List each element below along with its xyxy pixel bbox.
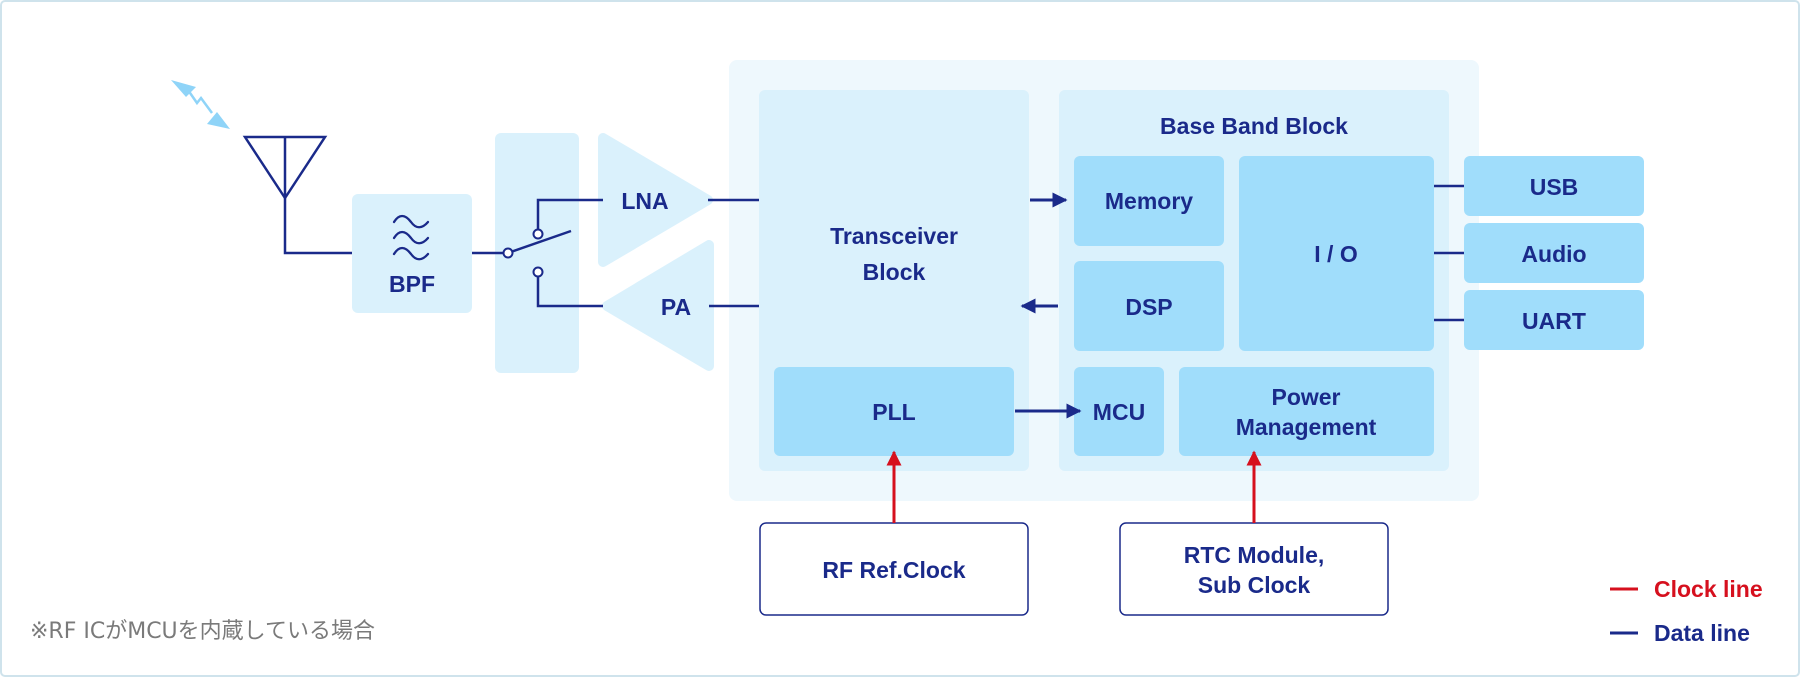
wireless-signal-icon — [171, 80, 230, 129]
io-block — [1239, 156, 1434, 351]
baseband-title: Base Band Block — [1160, 113, 1348, 139]
switch-tx-terminal — [532, 266, 544, 278]
uart-block — [1464, 290, 1644, 350]
power-label-line1: Power — [1271, 384, 1340, 410]
legend: Clock line Data line — [1610, 576, 1763, 646]
memory-label: Memory — [1105, 188, 1193, 214]
switch-rx-terminal — [532, 228, 544, 240]
switch-common-terminal — [502, 247, 514, 259]
legend-data-label: Data line — [1654, 620, 1750, 646]
pll-block — [774, 367, 1014, 456]
memory-block — [1074, 156, 1224, 246]
switch-container — [495, 133, 579, 373]
usb-block — [1464, 156, 1644, 216]
mcu-label: MCU — [1093, 399, 1145, 425]
rtc-label-line1: RTC Module, — [1184, 542, 1325, 568]
filter-wave-icon — [392, 214, 430, 261]
uart-label: UART — [1522, 308, 1586, 334]
pll-label: PLL — [872, 399, 915, 425]
power-management-block — [1179, 367, 1434, 456]
data-lines — [283, 184, 1464, 322]
footnote: ※RF ICがMCUを内蔵している場合 — [30, 619, 375, 644]
rtc-label-line2: Sub Clock — [1198, 572, 1311, 598]
io-label: I / O — [1314, 241, 1357, 267]
usb-label: USB — [1530, 174, 1579, 200]
audio-label: Audio — [1521, 241, 1586, 267]
bpf-label: BPF — [389, 271, 435, 297]
audio-block — [1464, 223, 1644, 283]
legend-clock-label: Clock line — [1654, 576, 1763, 602]
mcu-block — [1074, 367, 1164, 456]
antenna-icon — [242, 135, 328, 201]
power-label-line2: Management — [1236, 414, 1377, 440]
transceiver-label-line1: Transceiver — [830, 223, 958, 249]
dsp-block — [1074, 261, 1224, 351]
rtc-module-box — [1119, 522, 1389, 616]
rf-ref-clock-label: RF Ref.Clock — [822, 557, 965, 583]
pa-label: PA — [661, 294, 691, 320]
transceiver-label-line2: Block — [863, 259, 926, 285]
lna-label: LNA — [621, 188, 668, 214]
dsp-label: DSP — [1125, 294, 1172, 320]
